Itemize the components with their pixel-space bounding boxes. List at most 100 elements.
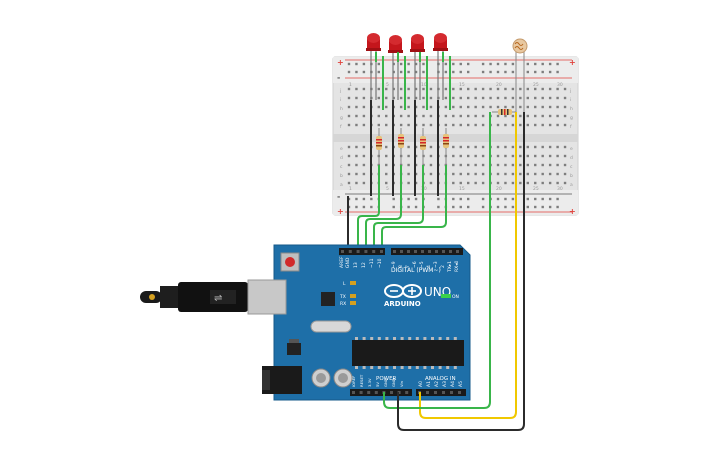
svg-text:GND: GND (345, 257, 351, 268)
header-pin[interactable] (458, 391, 461, 394)
rail-hole (370, 197, 373, 201)
breadboard-hole (526, 105, 529, 109)
header-pin[interactable] (449, 250, 452, 253)
breadboard-hole (452, 123, 455, 127)
power-header[interactable] (350, 389, 412, 396)
breadboard-hole (556, 145, 559, 149)
header-pin[interactable] (364, 250, 368, 253)
chip-pin (400, 337, 404, 340)
breadboard[interactable]: + - - + + + j i h g f e d c b a j i h g … (332, 56, 579, 216)
rail-hole (496, 70, 500, 74)
header-pin[interactable] (393, 250, 396, 253)
signal-wires-breadboard[interactable] (357, 52, 451, 252)
breadboard-hole (563, 163, 567, 167)
analog-pin-labels: A0 A1 A2 A3 A4 A5 (418, 381, 464, 387)
breadboard-hole (563, 123, 567, 127)
ldr-resistor[interactable] (492, 109, 516, 115)
chip-pin (423, 366, 427, 369)
breadboard-hole (526, 154, 529, 158)
header-pin[interactable] (380, 250, 383, 253)
resistor-2[interactable] (398, 128, 404, 165)
breadboard-hole (526, 172, 529, 176)
breadboard-hole (377, 105, 380, 109)
chip-pin (431, 337, 434, 340)
chip-pin (370, 366, 374, 369)
chip-pin (385, 337, 389, 340)
header-pin[interactable] (442, 250, 445, 253)
resistor-3[interactable] (420, 128, 426, 165)
arduino-board[interactable]: ARDUINO UNO DIGITAL (PWM~) POWER ANALOG … (247, 244, 471, 401)
rail-hole (414, 62, 418, 66)
rail-minus-sign-top: - (337, 73, 340, 82)
header-pin[interactable] (435, 250, 438, 253)
header-pin[interactable] (341, 250, 344, 253)
header-pin[interactable] (397, 391, 401, 394)
breadboard-hole (399, 105, 403, 109)
digital-header-left[interactable] (339, 248, 385, 255)
row-letter-d: d (340, 155, 343, 161)
header-pin[interactable] (352, 391, 355, 394)
svg-text:8: 8 (398, 265, 404, 268)
usb-port[interactable] (247, 279, 287, 315)
chip-pin (453, 366, 457, 369)
chip-pin (408, 337, 412, 340)
header-pin[interactable] (450, 391, 453, 394)
row-letter-d-right: d (570, 155, 573, 161)
usb-cable[interactable]: ⇌ (140, 282, 248, 312)
header-pin[interactable] (405, 391, 409, 394)
header-pin[interactable] (426, 391, 429, 394)
rail-hole (548, 205, 552, 209)
header-pin[interactable] (359, 391, 363, 394)
breadboard-hole (519, 181, 522, 185)
ground-wires[interactable] (347, 100, 439, 250)
rail-hole (399, 70, 403, 74)
breadboard-hole (385, 105, 388, 109)
chip-pin (431, 366, 434, 369)
black-wire-gnd[interactable] (397, 112, 525, 431)
breadboard-hole (526, 96, 529, 100)
led-2[interactable] (388, 35, 403, 100)
header-pin[interactable] (407, 250, 410, 253)
row-letter-c-right: c (570, 165, 573, 170)
yellow-wire-a0[interactable] (419, 112, 517, 419)
header-pin[interactable] (414, 250, 417, 253)
header-pin[interactable] (456, 250, 459, 253)
breadboard-hole (481, 154, 485, 158)
header-pin[interactable] (372, 250, 376, 253)
header-pin[interactable] (400, 250, 403, 253)
breadboard-hole (385, 172, 388, 176)
breadboard-hole (474, 96, 477, 100)
breadboard-hole (407, 181, 410, 185)
rail-hole (504, 70, 507, 74)
header-pin[interactable] (348, 250, 352, 253)
rail-hole (362, 197, 366, 201)
rail-hole (452, 205, 455, 209)
breadboard-hole (355, 145, 358, 149)
breadboard-hole (541, 181, 544, 185)
resistor-4[interactable] (443, 128, 449, 165)
header-pin[interactable] (367, 391, 371, 394)
rail-hole (481, 205, 485, 209)
header-pin[interactable] (390, 391, 393, 394)
breadboard-hole (556, 163, 559, 167)
breadboard-hole (474, 114, 477, 118)
resistor-1[interactable] (376, 128, 382, 165)
header-pin[interactable] (442, 391, 445, 394)
photoresistor[interactable] (512, 38, 528, 112)
regulator-chip (287, 343, 301, 355)
header-pin[interactable] (434, 391, 437, 394)
breadboard-hole (429, 154, 433, 158)
breadboard-hole (355, 87, 358, 91)
reset-button[interactable] (280, 252, 300, 272)
green-wire-5v[interactable] (383, 112, 491, 409)
rail-hole (496, 205, 500, 209)
analog-header[interactable] (416, 389, 466, 396)
header-pin[interactable] (356, 250, 360, 253)
rail-hole (504, 205, 507, 209)
header-pin[interactable] (428, 250, 431, 253)
header-pin[interactable] (374, 391, 378, 394)
atmega-chip (352, 337, 464, 369)
digital-header-right[interactable] (391, 248, 463, 255)
breadboard-hole (563, 105, 567, 109)
header-pin[interactable] (421, 250, 424, 253)
